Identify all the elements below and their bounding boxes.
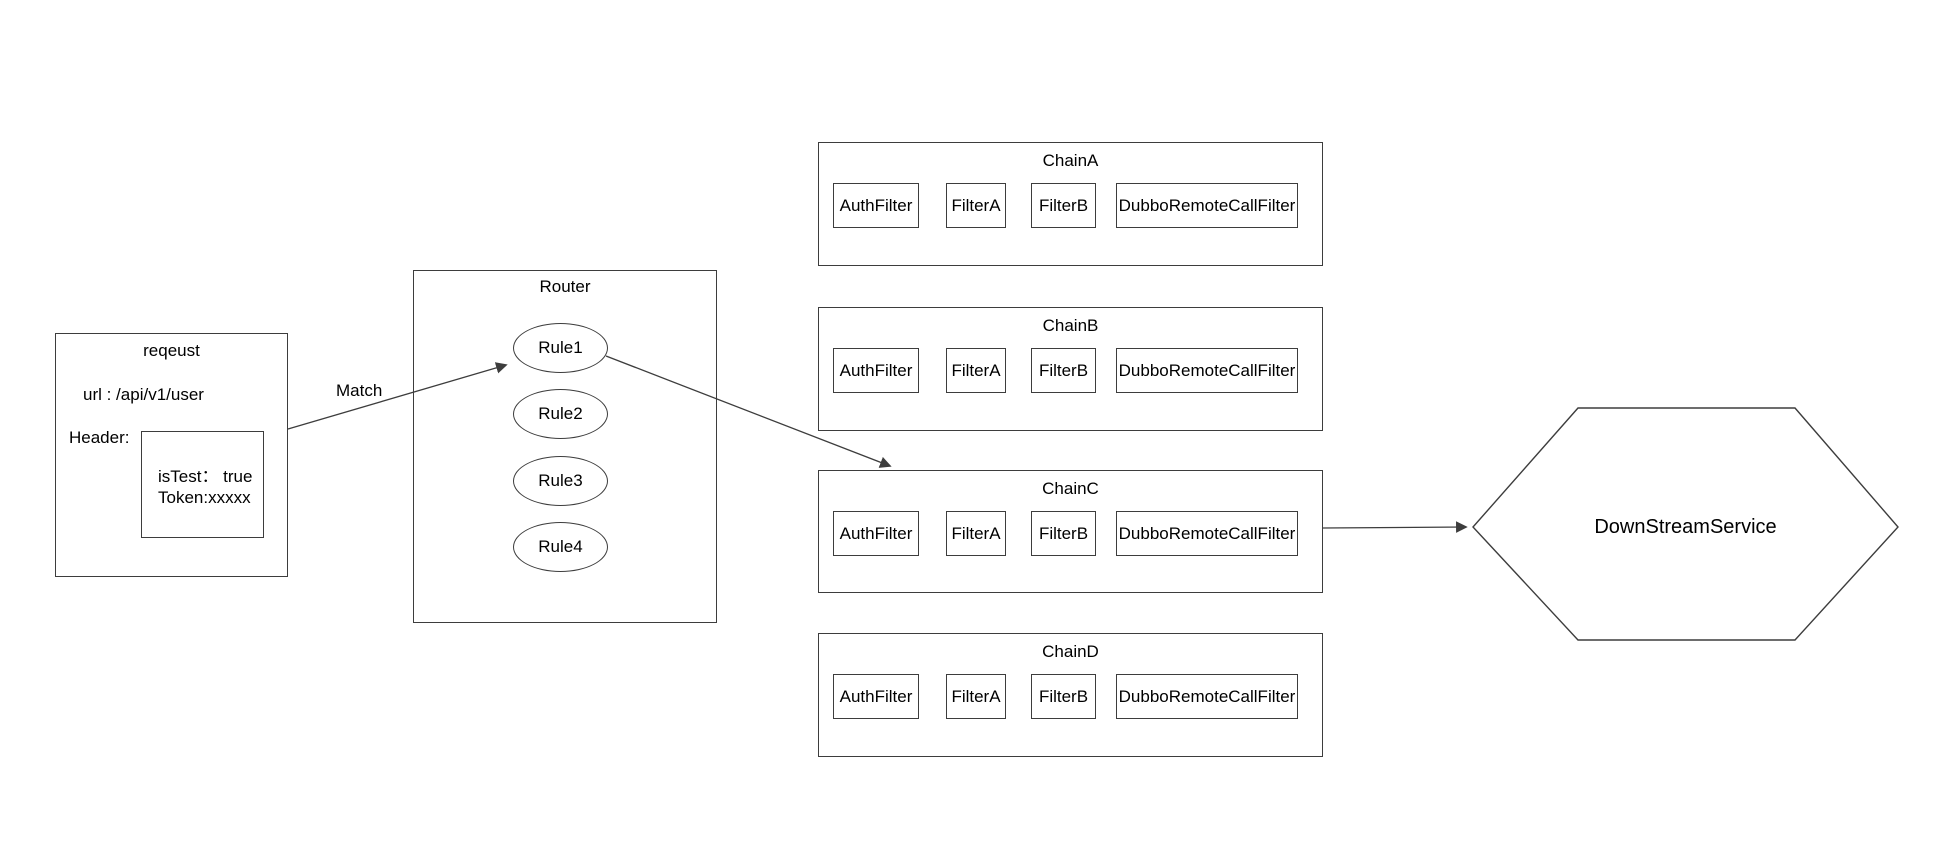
chain-a-filter-a: FilterA bbox=[946, 183, 1006, 228]
chain-a-title: ChainA bbox=[1042, 151, 1099, 170]
chain-c-filter-a: FilterA bbox=[946, 511, 1006, 556]
chain-node-c: ChainC AuthFilter FilterA FilterB DubboR… bbox=[818, 470, 1323, 593]
chain-d-filter-b: FilterB bbox=[1031, 674, 1096, 719]
chain-b-filter-b: FilterB bbox=[1031, 348, 1096, 393]
rule-ellipse-4: Rule4 bbox=[513, 522, 608, 572]
chain-b-filter-auth: AuthFilter bbox=[833, 348, 919, 393]
chain-node-b: ChainB AuthFilter FilterA FilterB DubboR… bbox=[818, 307, 1323, 431]
router-title: Router bbox=[539, 277, 591, 296]
chain-c-title: ChainC bbox=[1042, 479, 1099, 498]
request-header-label: Header: bbox=[69, 428, 130, 447]
rule-ellipse-1: Rule1 bbox=[513, 323, 608, 373]
header-field-token: Token:xxxxx bbox=[158, 488, 251, 507]
request-title: reqeust bbox=[143, 341, 200, 360]
chain-d-filter-auth: AuthFilter bbox=[833, 674, 919, 719]
rule-ellipse-3: Rule3 bbox=[513, 456, 608, 506]
chain-d-title: ChainD bbox=[1042, 642, 1099, 661]
chain-b-title: ChainB bbox=[1042, 316, 1099, 335]
chain-a-filter-auth: AuthFilter bbox=[833, 183, 919, 228]
request-header-box: isTest： true Token:xxxxx bbox=[141, 431, 264, 538]
chain-c-filter-b: FilterB bbox=[1031, 511, 1096, 556]
arrow-chainc-to-downstream bbox=[1322, 521, 1468, 533]
chain-node-a: ChainA AuthFilter FilterA FilterB DubboR… bbox=[818, 142, 1323, 266]
chain-node-d: ChainD AuthFilter FilterA FilterB DubboR… bbox=[818, 633, 1323, 757]
chain-c-filter-auth: AuthFilter bbox=[833, 511, 919, 556]
chain-b-filter-a: FilterA bbox=[946, 348, 1006, 393]
match-label: Match bbox=[336, 381, 383, 400]
router-node: Router Rule1 Rule2 Rule3 Rule4 bbox=[413, 270, 717, 623]
chain-c-filter-dubbo: DubboRemoteCallFilter bbox=[1116, 511, 1298, 556]
downstream-label: DownStreamService bbox=[1594, 516, 1777, 538]
chain-b-filter-dubbo: DubboRemoteCallFilter bbox=[1116, 348, 1298, 393]
chain-d-filter-a: FilterA bbox=[946, 674, 1006, 719]
header-field-istest: isTest： true bbox=[158, 467, 253, 486]
chain-d-filter-dubbo: DubboRemoteCallFilter bbox=[1116, 674, 1298, 719]
chain-a-filter-b: FilterB bbox=[1031, 183, 1096, 228]
rule-ellipse-2: Rule2 bbox=[513, 389, 608, 439]
request-node: reqeust url : /api/v1/user Header: isTes… bbox=[55, 333, 288, 577]
request-url: url : /api/v1/user bbox=[83, 385, 204, 404]
chain-a-filter-dubbo: DubboRemoteCallFilter bbox=[1116, 183, 1298, 228]
